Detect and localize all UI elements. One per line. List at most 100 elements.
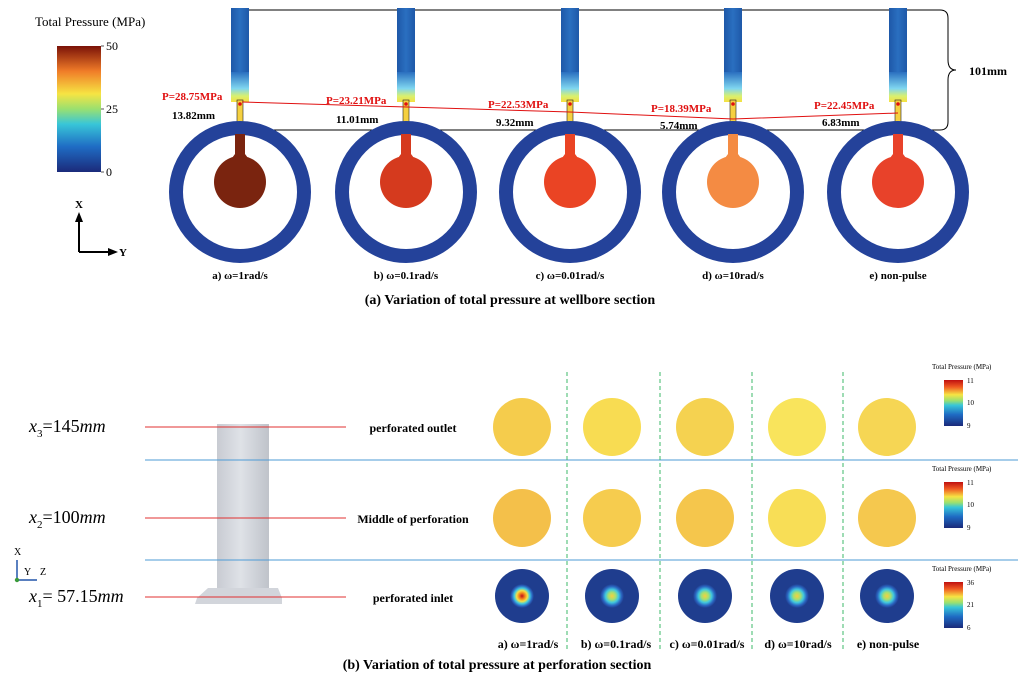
keyhole-neck <box>893 134 903 156</box>
pressure-point <box>404 102 408 106</box>
panel-caption: e) non-pulse <box>869 270 926 282</box>
legend-tick: 11 <box>967 377 974 385</box>
section-position: x2=100mm <box>28 507 106 531</box>
length-label: 11.01mm <box>336 114 378 126</box>
arrow-right-icon <box>108 248 118 256</box>
section-position: x1= 57.15mm <box>28 586 124 610</box>
column-base <box>195 588 282 604</box>
wellbore-ring <box>827 121 969 263</box>
keyhole-neck <box>565 134 575 156</box>
section-label: Middle of perforation <box>357 512 469 526</box>
height-bracket: 101mm <box>230 9 1007 131</box>
section-disc <box>768 489 826 547</box>
wellbore-ring <box>169 121 311 263</box>
pressure-legend-top: Total Pressure (MPa) 50 25 0 <box>35 14 145 179</box>
perforation-column <box>217 424 269 602</box>
legend-tick: 11 <box>967 479 974 487</box>
pressure-label: P=22.53MPa <box>488 99 549 111</box>
axis-x-label: X <box>75 199 83 211</box>
length-label: 13.82mm <box>172 110 215 122</box>
column-captions: a) ω=1rad/s b) ω=0.1rad/s c) ω=0.01rad/s d)… <box>498 637 920 651</box>
axis-y-label: Y <box>24 567 31 578</box>
section-disc <box>676 398 734 456</box>
section-label: perforated inlet <box>373 591 453 605</box>
panel-caption: c) ω=0.01rad/s <box>536 270 605 282</box>
pressure-point <box>568 102 572 106</box>
height-label: 101mm <box>969 64 1007 78</box>
pressure-hotspot <box>785 584 809 608</box>
legend-tick: 25 <box>106 102 118 116</box>
legend-title: Total Pressure (MPa) <box>35 14 145 29</box>
legend-title: Total Pressure (MPa) <box>932 565 992 573</box>
origin-dot-icon <box>14 577 20 583</box>
pipe-tip <box>889 72 907 102</box>
pressure-hotspot <box>693 584 717 608</box>
pressure-label: P=22.45MPa <box>814 100 875 112</box>
legend-tick: 6 <box>967 624 971 632</box>
legend-tick: 36 <box>967 579 975 587</box>
axis-z-label: Z <box>40 567 46 578</box>
wellbore-ring <box>335 121 477 263</box>
panel-caption: d) ω=10rad/s <box>702 270 764 282</box>
top-figure-title: (a) Variation of total pressure at wellb… <box>365 293 656 308</box>
legend-colorbar <box>944 380 963 426</box>
legend-title: Total Pressure (MPa) <box>932 465 992 473</box>
legend-tick: 9 <box>967 524 971 532</box>
panel-caption: b) ω=0.1rad/s <box>374 270 439 282</box>
pipe-tip <box>231 72 249 102</box>
section-position: x3=145mm <box>28 416 106 440</box>
column-caption: a) ω=1rad/s <box>498 637 559 651</box>
wellbore-fluid <box>872 156 924 208</box>
axis-indicator-bottom: X Y Z <box>14 547 46 583</box>
column-caption: e) non-pulse <box>857 637 920 651</box>
section-disc <box>676 489 734 547</box>
panel-caption: a) ω=1rad/s <box>212 270 268 282</box>
legend-tick: 10 <box>967 399 975 407</box>
legend-colorbar <box>944 482 963 528</box>
pipe-tip <box>397 72 415 102</box>
pressure-legend-small: Total Pressure (MPa) 11 10 9 <box>932 465 992 532</box>
pressure-hotspot <box>510 584 534 608</box>
legend-tick: 50 <box>106 39 118 53</box>
wellbore-fluid <box>544 156 596 208</box>
wellbore-ring <box>499 121 641 263</box>
keyhole-neck <box>728 134 738 156</box>
legend-colorbar <box>57 46 101 172</box>
wellbore-fluid <box>380 156 432 208</box>
section-disc <box>858 398 916 456</box>
column-caption: b) ω=0.1rad/s <box>581 637 652 651</box>
wellbore-section-figure: Total Pressure (MPa) 50 25 0 X Y 101mm P… <box>35 8 1007 308</box>
column-caption: c) ω=0.01rad/s <box>670 637 745 651</box>
wellbore-fluid <box>707 156 759 208</box>
length-label: 6.83mm <box>822 117 860 129</box>
section-row: x2=100mm Middle of perforation Total Press… <box>28 465 992 547</box>
section-disc <box>493 489 551 547</box>
section-disc <box>493 398 551 456</box>
wellbore-fluid <box>214 156 266 208</box>
length-label: 9.32mm <box>496 117 534 129</box>
legend-tick: 10 <box>967 501 975 509</box>
pressure-hotspot <box>875 584 899 608</box>
axis-x-label: X <box>14 547 22 558</box>
pressure-point <box>238 102 242 106</box>
section-row: x1= 57.15mm perforated inlet Total Pressur… <box>28 565 992 632</box>
pressure-trend-line <box>241 101 899 120</box>
legend-tick: 0 <box>106 165 112 179</box>
section-label: perforated outlet <box>370 421 457 435</box>
axis-y-label: Y <box>119 247 127 259</box>
section-disc <box>768 398 826 456</box>
pressure-point <box>731 102 735 106</box>
pressure-point <box>896 102 900 106</box>
column-caption: d) ω=10rad/s <box>764 637 832 651</box>
arrow-up-icon <box>75 212 83 222</box>
keyhole-neck <box>235 134 245 156</box>
